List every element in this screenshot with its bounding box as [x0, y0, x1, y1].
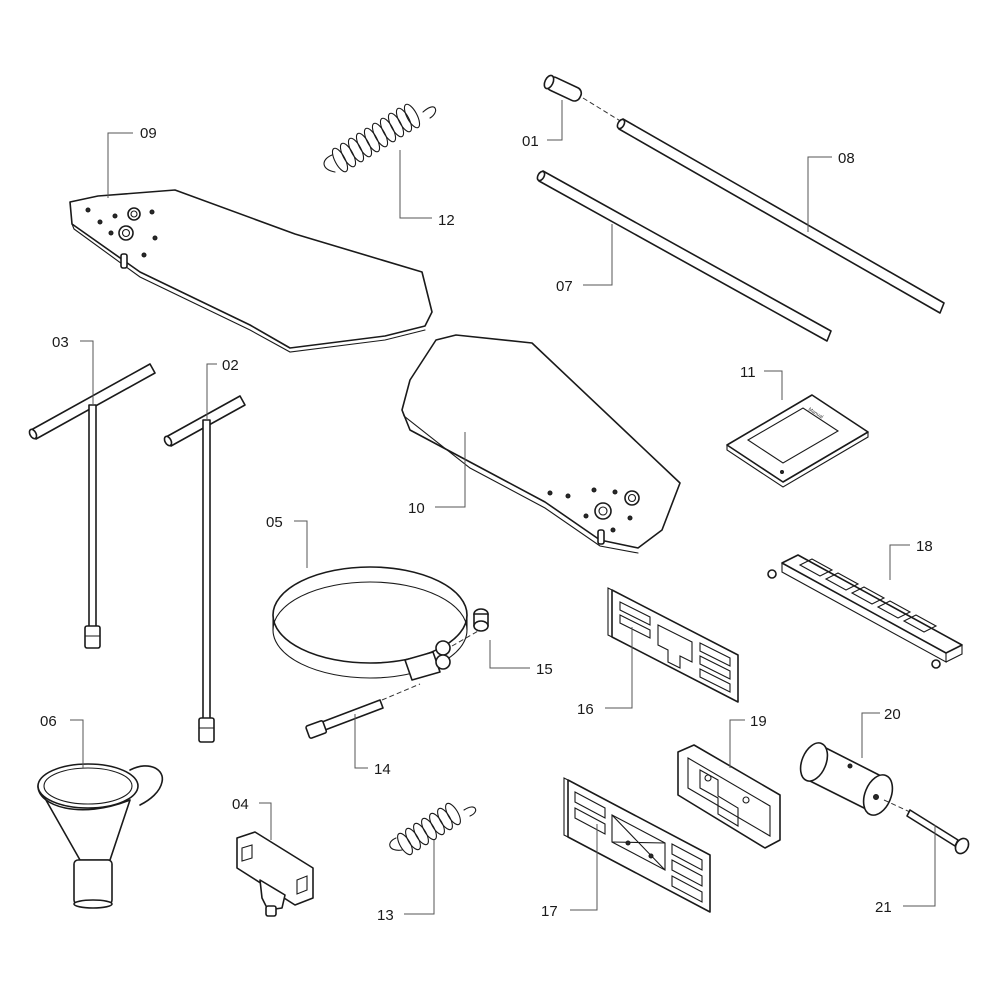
part-21-bolt: [906, 809, 970, 855]
leader-09: [107, 132, 133, 198]
leader-14: [354, 714, 368, 769]
leader-11: [764, 370, 783, 400]
dashed-05-15: [451, 629, 481, 647]
callout-04: 04: [232, 796, 249, 813]
leader-18: [889, 544, 910, 580]
callout-05: 05: [266, 514, 283, 531]
callout-09: 09: [140, 125, 157, 142]
callout-08: 08: [838, 150, 855, 167]
dashed-20-21: [883, 799, 911, 813]
part-09-left-plate: [69, 189, 433, 353]
callout-17: 17: [541, 903, 558, 920]
callout-10: 10: [408, 500, 425, 517]
part-13-spring: [389, 802, 477, 856]
part-19-small-pad: [677, 744, 781, 849]
part-02-t-handle: [163, 395, 246, 743]
part-11-manual: Manual: [726, 394, 869, 488]
part-01-sleeve: [543, 74, 583, 102]
callout-21: 21: [875, 899, 892, 916]
part-04-holder: [236, 831, 314, 917]
part-17-large-pad: [563, 777, 711, 913]
leader-17: [570, 824, 598, 911]
callout-13: 13: [377, 907, 394, 924]
leader-06: [70, 719, 84, 768]
leader-12: [399, 150, 432, 219]
leader-01: [547, 100, 563, 141]
part-12-spring: [323, 103, 437, 173]
callout-15: 15: [536, 661, 553, 678]
leader-15: [489, 640, 530, 669]
part-06-funnel: [37, 763, 164, 909]
callout-07: 07: [556, 278, 573, 295]
callout-11: 11: [740, 364, 756, 381]
dashed-14-05: [381, 683, 421, 701]
part-14-screw: [305, 699, 384, 739]
callout-20: 20: [884, 706, 901, 723]
leader-21: [903, 825, 936, 907]
leader-04: [259, 802, 272, 840]
callout-02: 02: [222, 357, 239, 374]
callout-01: 01: [522, 133, 539, 150]
part-20-roller: [799, 742, 894, 816]
leader-20: [861, 712, 880, 758]
leader-10: [435, 432, 466, 508]
part-16-pad: [607, 587, 739, 703]
callout-12: 12: [438, 212, 455, 229]
part-07-short-rod: [536, 170, 832, 342]
leader-05: [294, 520, 308, 568]
callout-03: 03: [52, 334, 69, 351]
part-18-bracket: [767, 554, 963, 669]
callout-06: 06: [40, 713, 57, 730]
leader-07: [583, 224, 613, 286]
part-03-t-handle: [28, 363, 156, 649]
leader-13: [404, 840, 435, 915]
part-05-band-clamp: [272, 566, 489, 681]
callout-16: 16: [577, 701, 594, 718]
callout-19: 19: [750, 713, 767, 730]
leader-02: [206, 363, 217, 420]
callout-14: 14: [374, 761, 391, 778]
leader-08: [807, 156, 832, 232]
leader-16: [605, 627, 633, 709]
part-08-long-rod: [616, 118, 945, 314]
leader-19: [729, 719, 745, 768]
leader-03: [80, 340, 94, 405]
part-10-right-plate: [401, 334, 681, 554]
callout-18: 18: [916, 538, 933, 555]
dashed-01-08: [582, 97, 623, 123]
